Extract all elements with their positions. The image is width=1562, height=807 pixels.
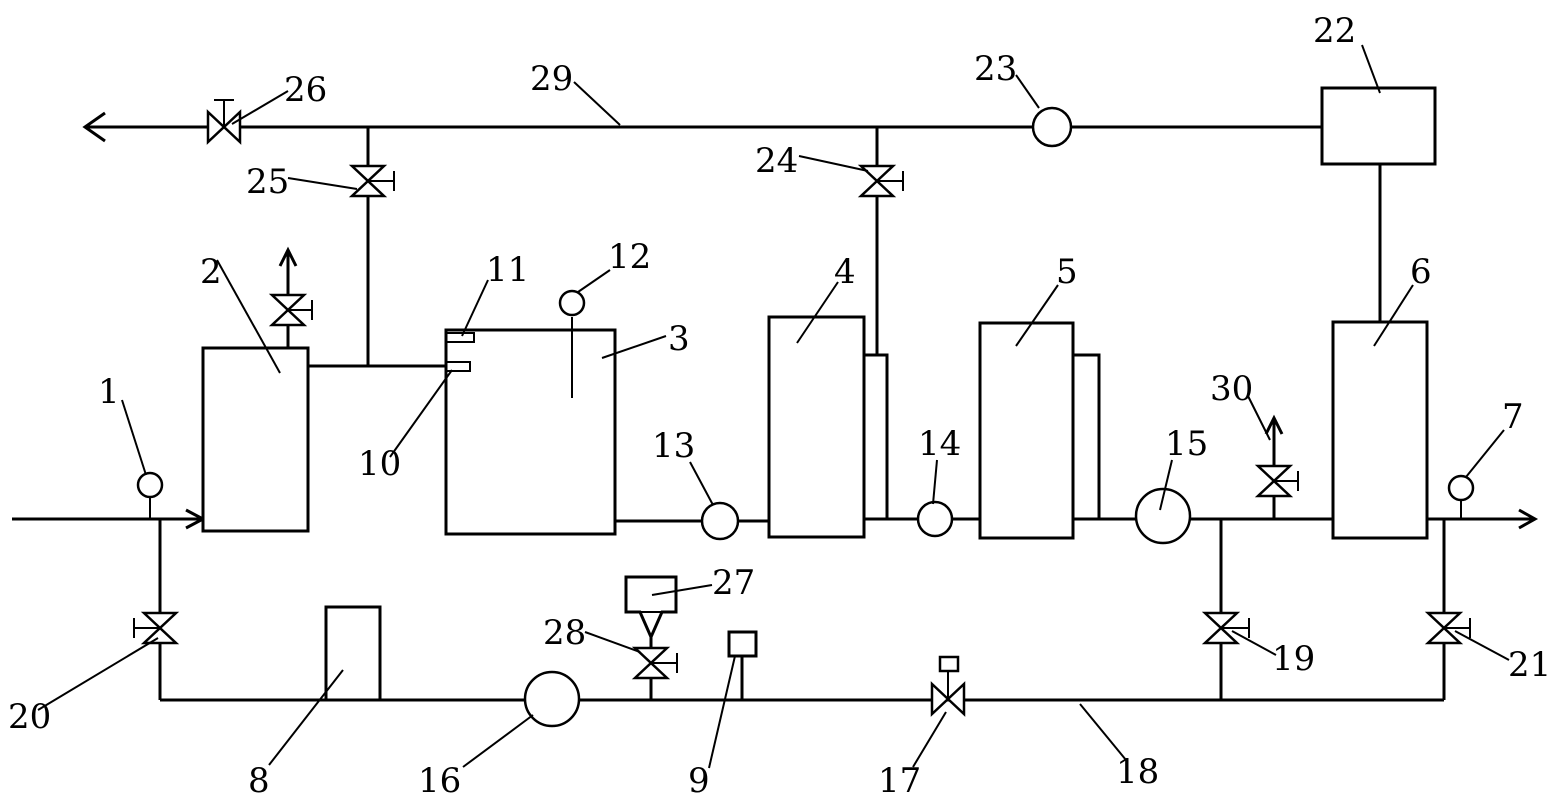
pump-14 — [916, 500, 954, 538]
instrument-9 — [727, 630, 758, 658]
label-4: 4 — [834, 252, 856, 292]
equipment — [201, 86, 1437, 702]
label-15: 15 — [1165, 424, 1208, 464]
label-19: 19 — [1272, 639, 1315, 679]
label-16: 16 — [418, 761, 461, 801]
valve-21[interactable] — [1424, 611, 1471, 645]
label-5: 5 — [1056, 252, 1078, 292]
vent-arrow-30 — [1264, 414, 1284, 435]
valve-28[interactable] — [631, 646, 678, 680]
valve-vent-2[interactable] — [268, 293, 313, 327]
label-27: 27 — [712, 563, 755, 603]
label-3: 3 — [668, 319, 690, 359]
tank-3 — [444, 328, 617, 536]
label-29: 29 — [530, 59, 573, 99]
valve-20[interactable] — [133, 611, 180, 645]
label-1: 1 — [98, 372, 120, 412]
stub-5 — [1071, 353, 1101, 521]
pump-15 — [1134, 487, 1192, 545]
unit-8 — [324, 605, 382, 702]
pumps-gauges — [136, 106, 1475, 728]
label-23: 23 — [974, 49, 1017, 89]
label-20: 20 — [8, 697, 51, 737]
label-7: 7 — [1502, 397, 1524, 437]
label-28: 28 — [543, 613, 586, 653]
label-13: 13 — [652, 426, 695, 466]
outlet-arrow — [1518, 508, 1539, 530]
valves — [133, 99, 1471, 717]
label-12: 12 — [608, 237, 651, 277]
vessel-2 — [201, 346, 310, 533]
label-18: 18 — [1116, 752, 1159, 792]
top-outlet-arrow — [82, 111, 106, 143]
unit-4 — [767, 315, 866, 539]
pump-16 — [523, 670, 581, 728]
probe-10 — [445, 361, 471, 372]
unit-6 — [1331, 320, 1429, 540]
valve-25[interactable] — [348, 164, 395, 198]
label-14: 14 — [918, 424, 961, 464]
label-10: 10 — [358, 444, 401, 484]
valve-19[interactable] — [1201, 611, 1250, 645]
valve-26[interactable] — [206, 99, 242, 145]
sensor-12 — [558, 289, 586, 317]
gauge-1 — [136, 471, 164, 499]
label-6: 6 — [1410, 252, 1432, 292]
label-22: 22 — [1313, 11, 1356, 51]
unit-5 — [978, 321, 1075, 540]
pump-23 — [1031, 106, 1073, 148]
leader-lines — [37, 44, 1510, 769]
stub-4 — [862, 353, 889, 521]
valve-24[interactable] — [857, 164, 904, 198]
label-8: 8 — [248, 761, 270, 801]
label-9: 9 — [688, 761, 710, 801]
label-17: 17 — [878, 761, 921, 801]
number-labels: 1 2 3 4 5 6 7 8 9 10 11 12 13 14 15 16 1… — [8, 11, 1551, 801]
probe-11 — [445, 332, 475, 343]
vent-arrow-2 — [278, 246, 298, 267]
label-25: 25 — [246, 162, 289, 202]
label-2: 2 — [200, 252, 222, 292]
pump-13 — [700, 501, 740, 541]
gauge-7 — [1447, 474, 1475, 502]
hopper-27 — [624, 575, 678, 641]
control-valve-17[interactable] — [930, 655, 966, 717]
label-26: 26 — [284, 70, 327, 110]
label-11: 11 — [486, 250, 529, 290]
valve-30[interactable] — [1254, 464, 1299, 498]
label-21: 21 — [1508, 645, 1551, 685]
label-30: 30 — [1210, 369, 1253, 409]
unit-22 — [1320, 86, 1437, 166]
label-24: 24 — [755, 141, 798, 181]
